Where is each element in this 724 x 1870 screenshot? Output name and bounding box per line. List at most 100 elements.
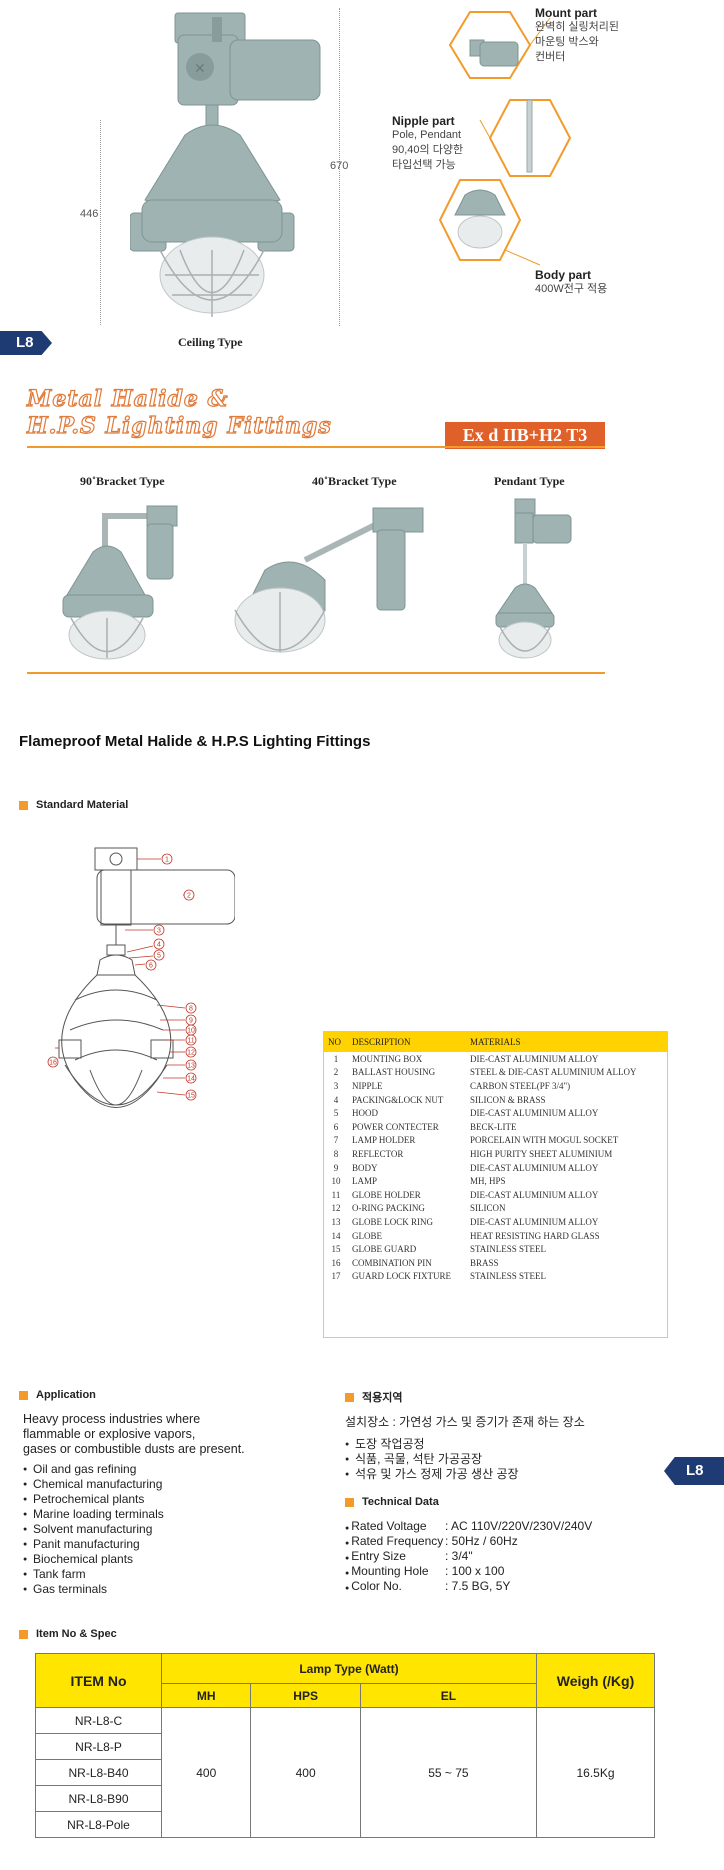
- tech-row: ● Color No.: 7.5 BG, 5Y: [345, 1578, 592, 1593]
- bracket-90-image: [62, 505, 178, 660]
- diagram-num-2: 2: [187, 893, 191, 900]
- list-item: Gas terminals: [23, 1582, 164, 1597]
- tech-label-text: Rated Voltage: [351, 1518, 427, 1533]
- material-materials-cell: MH, HPS: [470, 1176, 506, 1187]
- tech-row: ● Entry Size: 3/4": [345, 1548, 592, 1563]
- table-row: NR-L8-Pole: [35, 1811, 655, 1838]
- banner-title: Metal Halide & H.P.S Lighting Fittings: [26, 385, 332, 440]
- material-no-cell: 9: [333, 1162, 339, 1173]
- callout-nipple-line3: 타입선택 가능: [392, 159, 456, 171]
- material-materials-cell: DIE-CAST ALUMINIUM ALLOY: [470, 1053, 599, 1064]
- tech-label-text: Entry Size: [351, 1548, 406, 1563]
- material-materials-cell: STEEL & DIE-CAST ALUMINIUM ALLOY: [470, 1067, 637, 1078]
- spec-heading-text: Item No & Spec: [36, 1628, 117, 1640]
- material-materials-cell: HEAT RESISTING HARD GLASS: [470, 1230, 600, 1241]
- tech-label-text: Rated Frequency: [351, 1533, 444, 1548]
- svg-text:✕: ✕: [194, 60, 206, 76]
- diagram-num-1: 1: [165, 857, 169, 864]
- diagram-num-14: 14: [187, 1076, 195, 1083]
- list-item: 식품, 곡물, 석탄 가공공장: [345, 1452, 519, 1467]
- page-tag-l8: L8: [0, 331, 52, 355]
- callout-nipple-line1: Pole, Pendant: [392, 129, 462, 141]
- material-description-cell: HOOD: [352, 1108, 378, 1119]
- rating-badge: Ex d IIB+H2 T3: [445, 422, 605, 449]
- material-description-cell: POWER CONTECTER: [352, 1121, 439, 1132]
- application-intro-line3: gases or combustible dusts are present.: [23, 1442, 245, 1456]
- material-no-cell: 10: [331, 1176, 341, 1187]
- tech-label: ● Rated Frequency: [345, 1533, 445, 1548]
- list-item: Solvent manufacturing: [23, 1522, 164, 1537]
- bullet-dot: ●: [345, 1524, 352, 1532]
- application-intro: Heavy process industries where flammable…: [23, 1412, 293, 1457]
- material-no-cell: 5: [333, 1108, 339, 1119]
- tech-row: ● Mounting Hole: 100 x 100: [345, 1563, 592, 1578]
- tech-row: ● Rated Voltage: AC 110V/220V/230V/240V: [345, 1518, 592, 1533]
- dimension-label-body: 446: [80, 208, 99, 220]
- spec-hps-value: 400: [250, 1707, 361, 1838]
- bullet-square: [19, 1390, 28, 1400]
- spec-item-cell: NR-L8-C: [35, 1707, 162, 1734]
- material-description-cell: O-RING PACKING: [352, 1203, 425, 1214]
- dimension-line-full: [339, 8, 340, 326]
- diagram-num-6: 6: [149, 963, 153, 970]
- bullet-square: [19, 800, 28, 810]
- diagram-num-3: 3: [157, 928, 161, 935]
- tech-label: ● Rated Voltage: [345, 1518, 445, 1533]
- pendant-image: [495, 498, 572, 659]
- table-row: 5 HOOD DIE-CAST ALUMINIUM ALLOY: [324, 1106, 667, 1120]
- material-description-cell: GLOBE HOLDER: [352, 1189, 421, 1200]
- application-heading-text: Application: [36, 1389, 96, 1401]
- callout-mount-title: Mount part: [535, 6, 597, 20]
- material-description-cell: REFLECTOR: [352, 1148, 404, 1159]
- callout-body-title: Body part: [535, 268, 592, 282]
- variants-rule: [27, 672, 605, 674]
- tech-label: ● Mounting Hole: [345, 1563, 445, 1578]
- spec-col-el: EL: [359, 1683, 538, 1708]
- standard-material-heading-text: Standard Material: [36, 799, 129, 811]
- tech-value: : 50Hz / 60Hz: [445, 1533, 518, 1548]
- material-materials-cell: DIE-CAST ALUMINIUM ALLOY: [470, 1108, 599, 1119]
- spec-col-item: ITEM No: [35, 1653, 162, 1708]
- tech-label: ● Entry Size: [345, 1548, 445, 1563]
- tech-label-text: Mounting Hole: [351, 1563, 429, 1578]
- technical-heading-text: Technical Data: [362, 1496, 439, 1508]
- tech-value: : AC 110V/220V/230V/240V: [445, 1518, 593, 1533]
- diagram-num-10: 10: [187, 1028, 195, 1035]
- material-description-cell: BALLAST HOUSING: [352, 1067, 436, 1078]
- tech-row: ● Rated Frequency: 50Hz / 60Hz: [345, 1533, 592, 1548]
- bullet-square: [19, 1629, 28, 1639]
- material-description-cell: COMBINATION PIN: [352, 1257, 432, 1268]
- list-item: Marine loading terminals: [23, 1507, 164, 1522]
- korean-intro: 설치장소 : 가연성 가스 및 증기가 존재 하는 장소: [345, 1415, 585, 1429]
- bracket-40-image: [234, 507, 424, 653]
- col-no: NO: [324, 1032, 348, 1052]
- application-heading: Application: [19, 1389, 96, 1401]
- table-row: NR-L8-B90: [35, 1785, 655, 1812]
- exploded-diagram: 1 2 3 4 5 6 8 9 10 11 12 13 14 15 16: [47, 847, 235, 1108]
- spec-item-cell: NR-L8-P: [35, 1733, 162, 1760]
- list-item: 도장 작업공정: [345, 1437, 519, 1452]
- material-description-cell: GLOBE GUARD: [352, 1244, 417, 1255]
- diagram-num-9: 9: [189, 1018, 193, 1025]
- tech-value: : 100 x 100: [445, 1563, 505, 1578]
- callout-hexagons: [438, 11, 572, 266]
- tech-label: ● Color No.: [345, 1578, 445, 1593]
- tech-value: : 7.5 BG, 5Y: [445, 1578, 511, 1593]
- callout-nipple-title: Nipple part: [392, 114, 455, 128]
- spec-mh-value: 400: [160, 1707, 252, 1838]
- material-description-cell: MOUNTING BOX: [352, 1053, 423, 1064]
- material-materials-cell: CARBON STEEL(PF 3/4"): [470, 1080, 571, 1091]
- material-description-cell: GLOBE LOCK RING: [352, 1216, 433, 1227]
- dimension-line-body: [100, 120, 101, 325]
- material-table-header: NO DESCRIPTION MATERIALS: [324, 1032, 667, 1052]
- spec-item-cell: NR-L8-Pole: [35, 1811, 162, 1838]
- material-no-cell: 6: [333, 1121, 339, 1132]
- bullet-dot: ●: [345, 1569, 352, 1577]
- material-description-cell: PACKING&LOCK NUT: [352, 1094, 444, 1105]
